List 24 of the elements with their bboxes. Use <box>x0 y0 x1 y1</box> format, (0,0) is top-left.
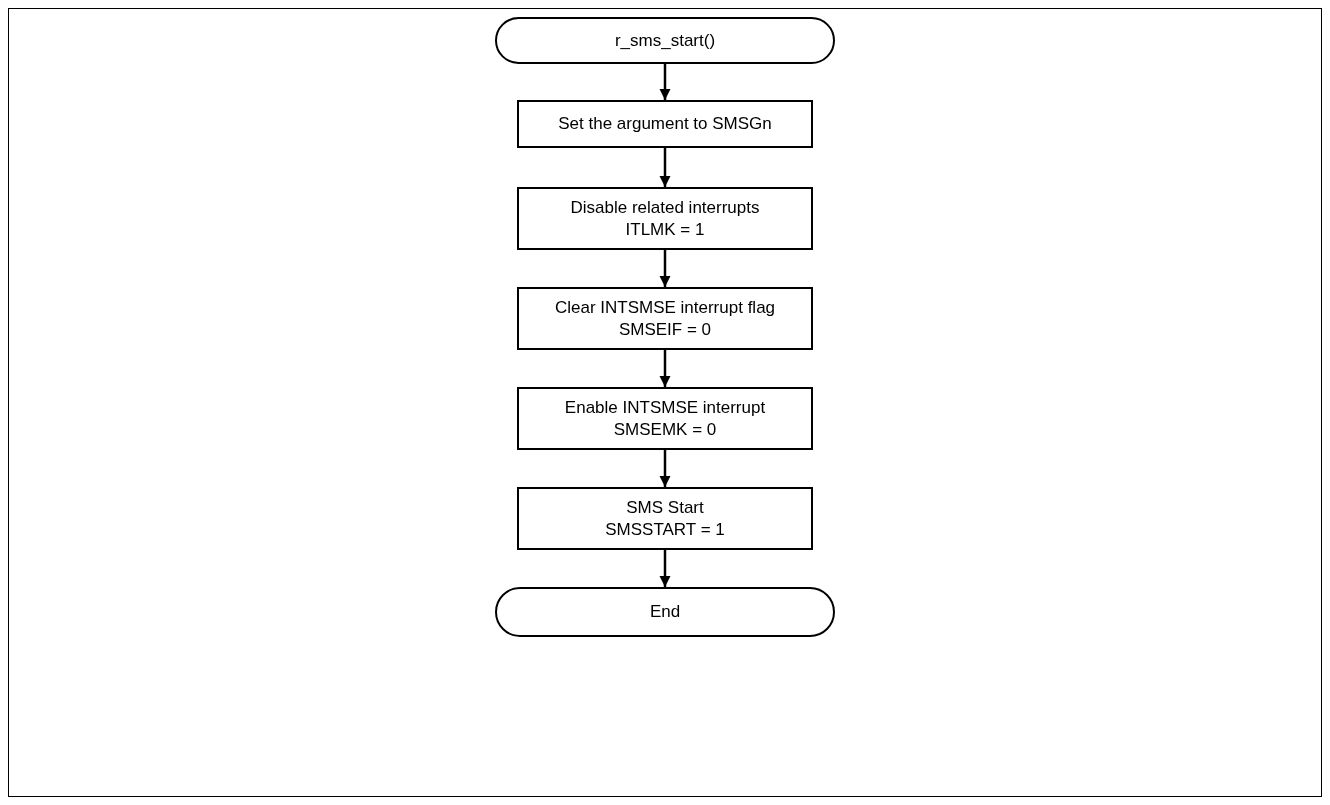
arrow <box>659 550 671 587</box>
node-text: SMS Start <box>626 496 704 519</box>
process-box <box>517 387 813 450</box>
process-box <box>517 100 813 148</box>
node-text: Enable INTSMSE interrupt <box>564 396 766 419</box>
terminal-shape <box>495 17 835 64</box>
node-text: SMSEIF = 0 <box>618 318 712 341</box>
node-text: ITLMK = 1 <box>625 218 705 241</box>
arrow <box>659 350 671 387</box>
arrow <box>659 250 671 287</box>
node-text: End <box>649 601 681 623</box>
process-box <box>517 187 813 250</box>
arrow <box>659 148 671 187</box>
process-box <box>517 287 813 350</box>
node-text: SMSSTART = 1 <box>605 518 725 541</box>
node-text: SMSEMK = 0 <box>613 418 717 441</box>
arrow <box>659 450 671 487</box>
node-text: r_sms_start() <box>614 29 716 52</box>
node-text: Clear INTSMSE interrupt flag <box>554 296 776 319</box>
process-box <box>517 487 813 550</box>
terminal-shape <box>495 587 835 637</box>
arrow <box>659 64 671 100</box>
node-text: Disable related interrupts <box>570 196 760 219</box>
node-text: Set the argument to SMSGn <box>558 113 772 135</box>
